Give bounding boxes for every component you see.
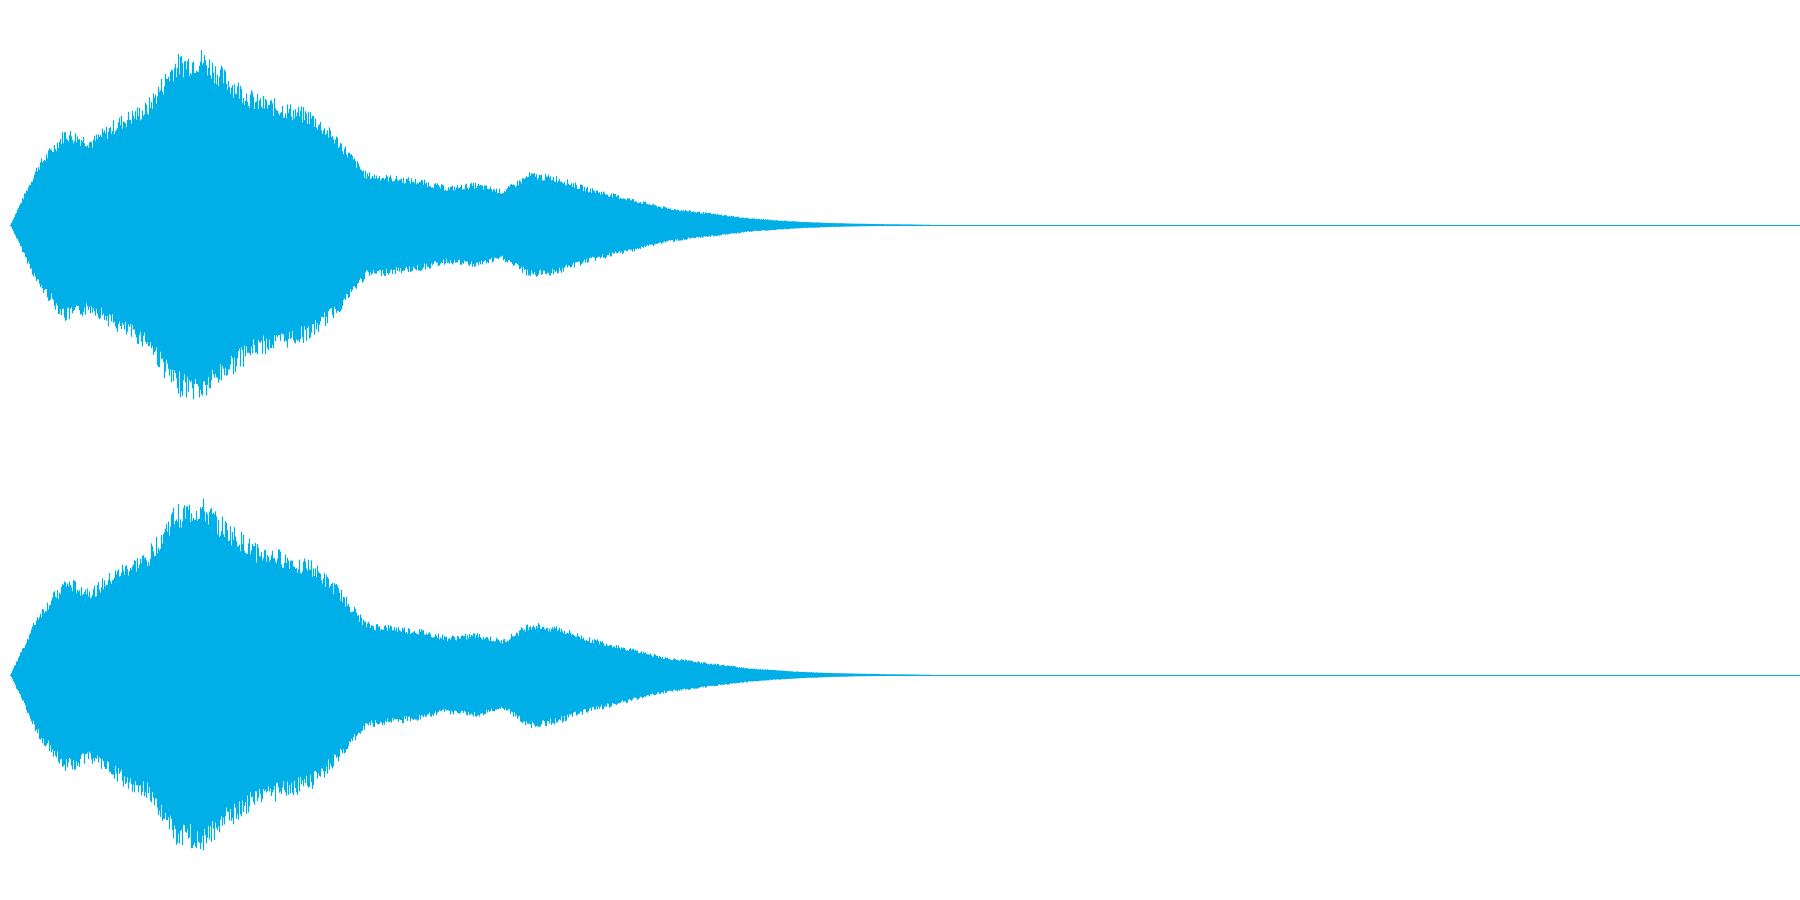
waveform-body [10,498,932,851]
waveform-body [10,50,932,400]
waveform-channel-right [10,498,1800,851]
waveform-channel-left [10,50,1800,400]
